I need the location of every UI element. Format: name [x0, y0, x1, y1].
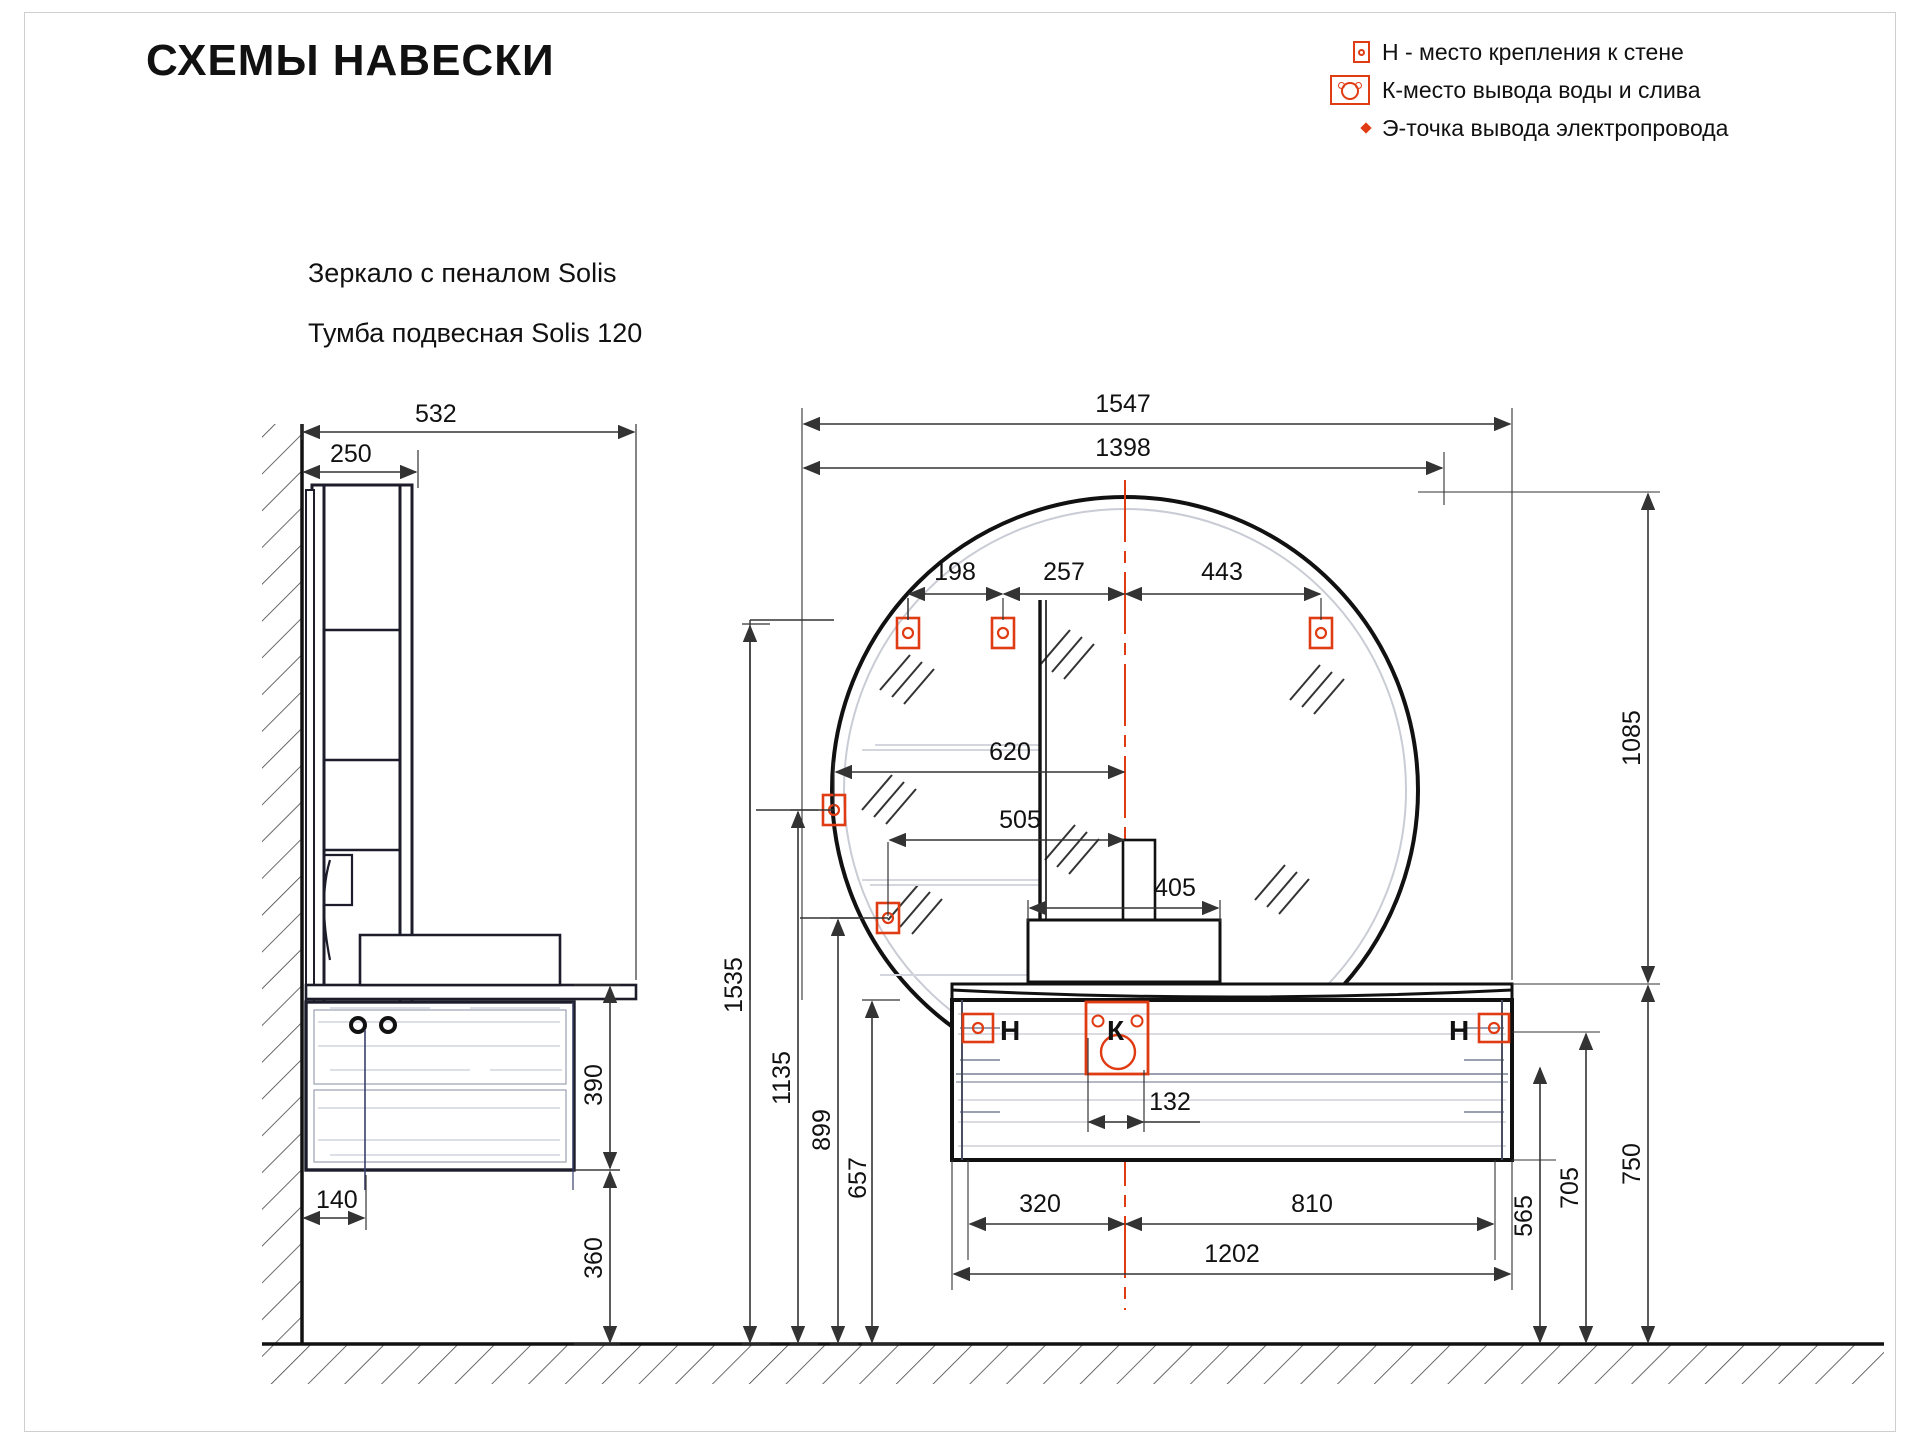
dim-810: 810	[1291, 1190, 1333, 1218]
side-view-dimensions: 532 250 390 140 360	[301, 400, 637, 1345]
marker-label-h-left: Н	[1000, 1015, 1020, 1046]
legend-item-wall-mount: Н - место крепления к стене	[1330, 36, 1890, 68]
dim-1535: 1535	[720, 957, 748, 1013]
dim-250: 250	[330, 440, 372, 468]
dim-443: 443	[1201, 558, 1243, 586]
marker-label-k: К	[1107, 1015, 1125, 1046]
dim-565: 565	[1510, 1195, 1538, 1237]
wall-mount-point-icon	[1330, 41, 1382, 63]
legend-item-water-drain: К-место вывода воды и слива	[1330, 74, 1890, 106]
page-title: СХЕМЫ НАВЕСКИ	[146, 36, 555, 85]
dim-705: 705	[1556, 1167, 1584, 1209]
mirror-inner-dimensions: 620 505 405	[833, 738, 1221, 922]
dim-532: 532	[415, 400, 457, 428]
vanity-dimensions: 132 320 810 1202	[951, 1038, 1513, 1290]
product-name-mirror: Зеркало с пеналом Solis	[308, 258, 617, 288]
dim-1085: 1085	[1618, 710, 1646, 766]
dim-390: 390	[580, 1064, 608, 1106]
front-view-top-dimensions: 1547 1398	[801, 390, 1513, 1000]
mount-marker-h	[1477, 1012, 1511, 1044]
dim-750: 750	[1618, 1143, 1646, 1185]
dim-899: 899	[808, 1109, 836, 1151]
dim-140: 140	[316, 1186, 358, 1214]
dim-1547: 1547	[1095, 390, 1151, 418]
vanity-mount-markers: Н Н К	[961, 1000, 1511, 1076]
dim-1135: 1135	[768, 1051, 796, 1105]
side-view	[304, 483, 638, 1190]
dim-320: 320	[1019, 1190, 1061, 1218]
wall-floor-hatching	[262, 424, 1884, 1384]
dim-198: 198	[934, 558, 976, 586]
mirror-mount-dimensions: 198 257 443	[907, 558, 1322, 620]
dim-132: 132	[1149, 1088, 1191, 1116]
dim-505: 505	[999, 806, 1041, 834]
dim-360: 360	[580, 1237, 608, 1279]
front-view-vanity	[950, 982, 1514, 1162]
dim-257: 257	[1043, 558, 1085, 586]
legend: Н - место крепления к стене К-место выво…	[1330, 36, 1890, 150]
product-name-vanity: Тумба подвесная Solis 120	[308, 318, 643, 348]
water-drain-outlet-icon	[1330, 75, 1382, 105]
water-drain-outlet-marker	[1084, 1000, 1150, 1076]
dim-405: 405	[1154, 874, 1196, 902]
front-view-right-vertical-dimensions: 1085 750 705 565	[1418, 491, 1660, 1344]
mount-marker-h	[961, 1012, 995, 1044]
dim-1398: 1398	[1095, 434, 1151, 462]
front-view-mirror	[830, 480, 1420, 1310]
legend-label: Н - место крепления к стене	[1382, 39, 1684, 65]
marker-label-h-right: Н	[1449, 1015, 1469, 1046]
legend-item-electric: Э-точка вывода электропровода	[1330, 112, 1890, 144]
front-view-left-vertical-dimensions: 1535 1135 899 657	[720, 623, 900, 1345]
legend-label: Э-точка вывода электропровода	[1382, 115, 1729, 141]
legend-label: К-место вывода воды и слива	[1382, 77, 1701, 103]
dim-657: 657	[844, 1157, 872, 1199]
dim-620: 620	[989, 738, 1031, 766]
dim-1202: 1202	[1204, 1240, 1260, 1268]
